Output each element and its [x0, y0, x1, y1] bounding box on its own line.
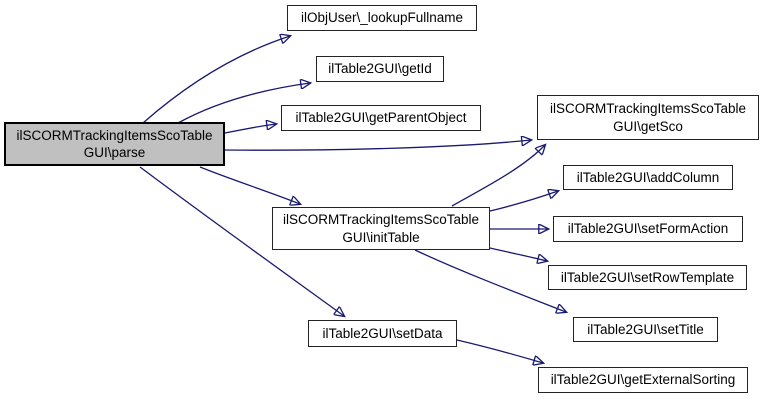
edge-initTable-getSco: [451, 145, 545, 207]
node-init-table-line1: ilSCORMTrackingItemsScoTable: [282, 212, 480, 228]
node-set-data-label: ilTable2GUI\setData: [322, 325, 443, 341]
edge-parse-lookupFullname: [142, 36, 290, 124]
node-set-row-template[interactable]: ilTable2GUI\setRowTemplate: [548, 265, 747, 290]
edge-parse-getSco: [224, 140, 531, 151]
node-add-column[interactable]: ilTable2GUI\addColumn: [563, 165, 733, 190]
node-get-parent-object-label: ilTable2GUI\getParentObject: [295, 110, 467, 126]
node-add-column-label: ilTable2GUI\addColumn: [576, 169, 720, 185]
node-get-sco-line1: ilSCORMTrackingItemsScoTable: [549, 101, 747, 117]
node-get-external-sorting[interactable]: ilTable2GUI\getExternalSorting: [538, 367, 748, 393]
node-init-table-line2: GUI\initTable: [342, 229, 420, 245]
node-get-external-sorting-label: ilTable2GUI\getExternalSorting: [550, 372, 736, 388]
node-parse-line2: GUI\parse: [83, 145, 146, 160]
edge-parse-setData: [139, 166, 344, 316]
node-set-data[interactable]: ilTable2GUI\setData: [308, 320, 457, 347]
node-parse-line1: ilSCORMTrackingItemsScoTable: [16, 127, 213, 143]
node-get-sco-line2: GUI\getSco: [613, 118, 683, 134]
node-get-id[interactable]: ilTable2GUI\getId: [316, 56, 444, 82]
node-get-sco[interactable]: ilSCORMTrackingItemsScoTable GUI\getSco: [537, 95, 759, 140]
edge-setData-getExternalSorting: [456, 339, 543, 363]
node-set-title[interactable]: ilTable2GUI\setTitle: [573, 317, 718, 342]
edge-parse-initTable: [199, 166, 300, 204]
node-get-id-label: ilTable2GUI\getId: [328, 61, 432, 77]
edge-initTable-addColumn: [489, 191, 558, 212]
node-get-parent-object[interactable]: ilTable2GUI\getParentObject: [281, 105, 481, 131]
node-lookup-fullname[interactable]: ilObjUser\_lookupFullname: [287, 5, 477, 31]
node-init-table[interactable]: ilSCORMTrackingItemsScoTable GUI\initTab…: [272, 207, 490, 250]
node-set-row-template-label: ilTable2GUI\setRowTemplate: [560, 269, 735, 285]
edge-initTable-setRowTemplate: [489, 247, 547, 261]
node-parse[interactable]: ilSCORMTrackingItemsScoTable GUI\parse: [4, 122, 225, 166]
node-set-form-action[interactable]: ilTable2GUI\setFormAction: [553, 216, 743, 242]
edge-parse-getId: [177, 83, 310, 124]
node-set-form-action-label: ilTable2GUI\setFormAction: [567, 221, 729, 237]
node-lookup-fullname-label: ilObjUser\_lookupFullname: [300, 10, 464, 26]
node-set-title-label: ilTable2GUI\setTitle: [587, 321, 704, 337]
edge-parse-getParentObject: [224, 124, 276, 134]
edge-initTable-setTitle: [414, 249, 566, 312]
